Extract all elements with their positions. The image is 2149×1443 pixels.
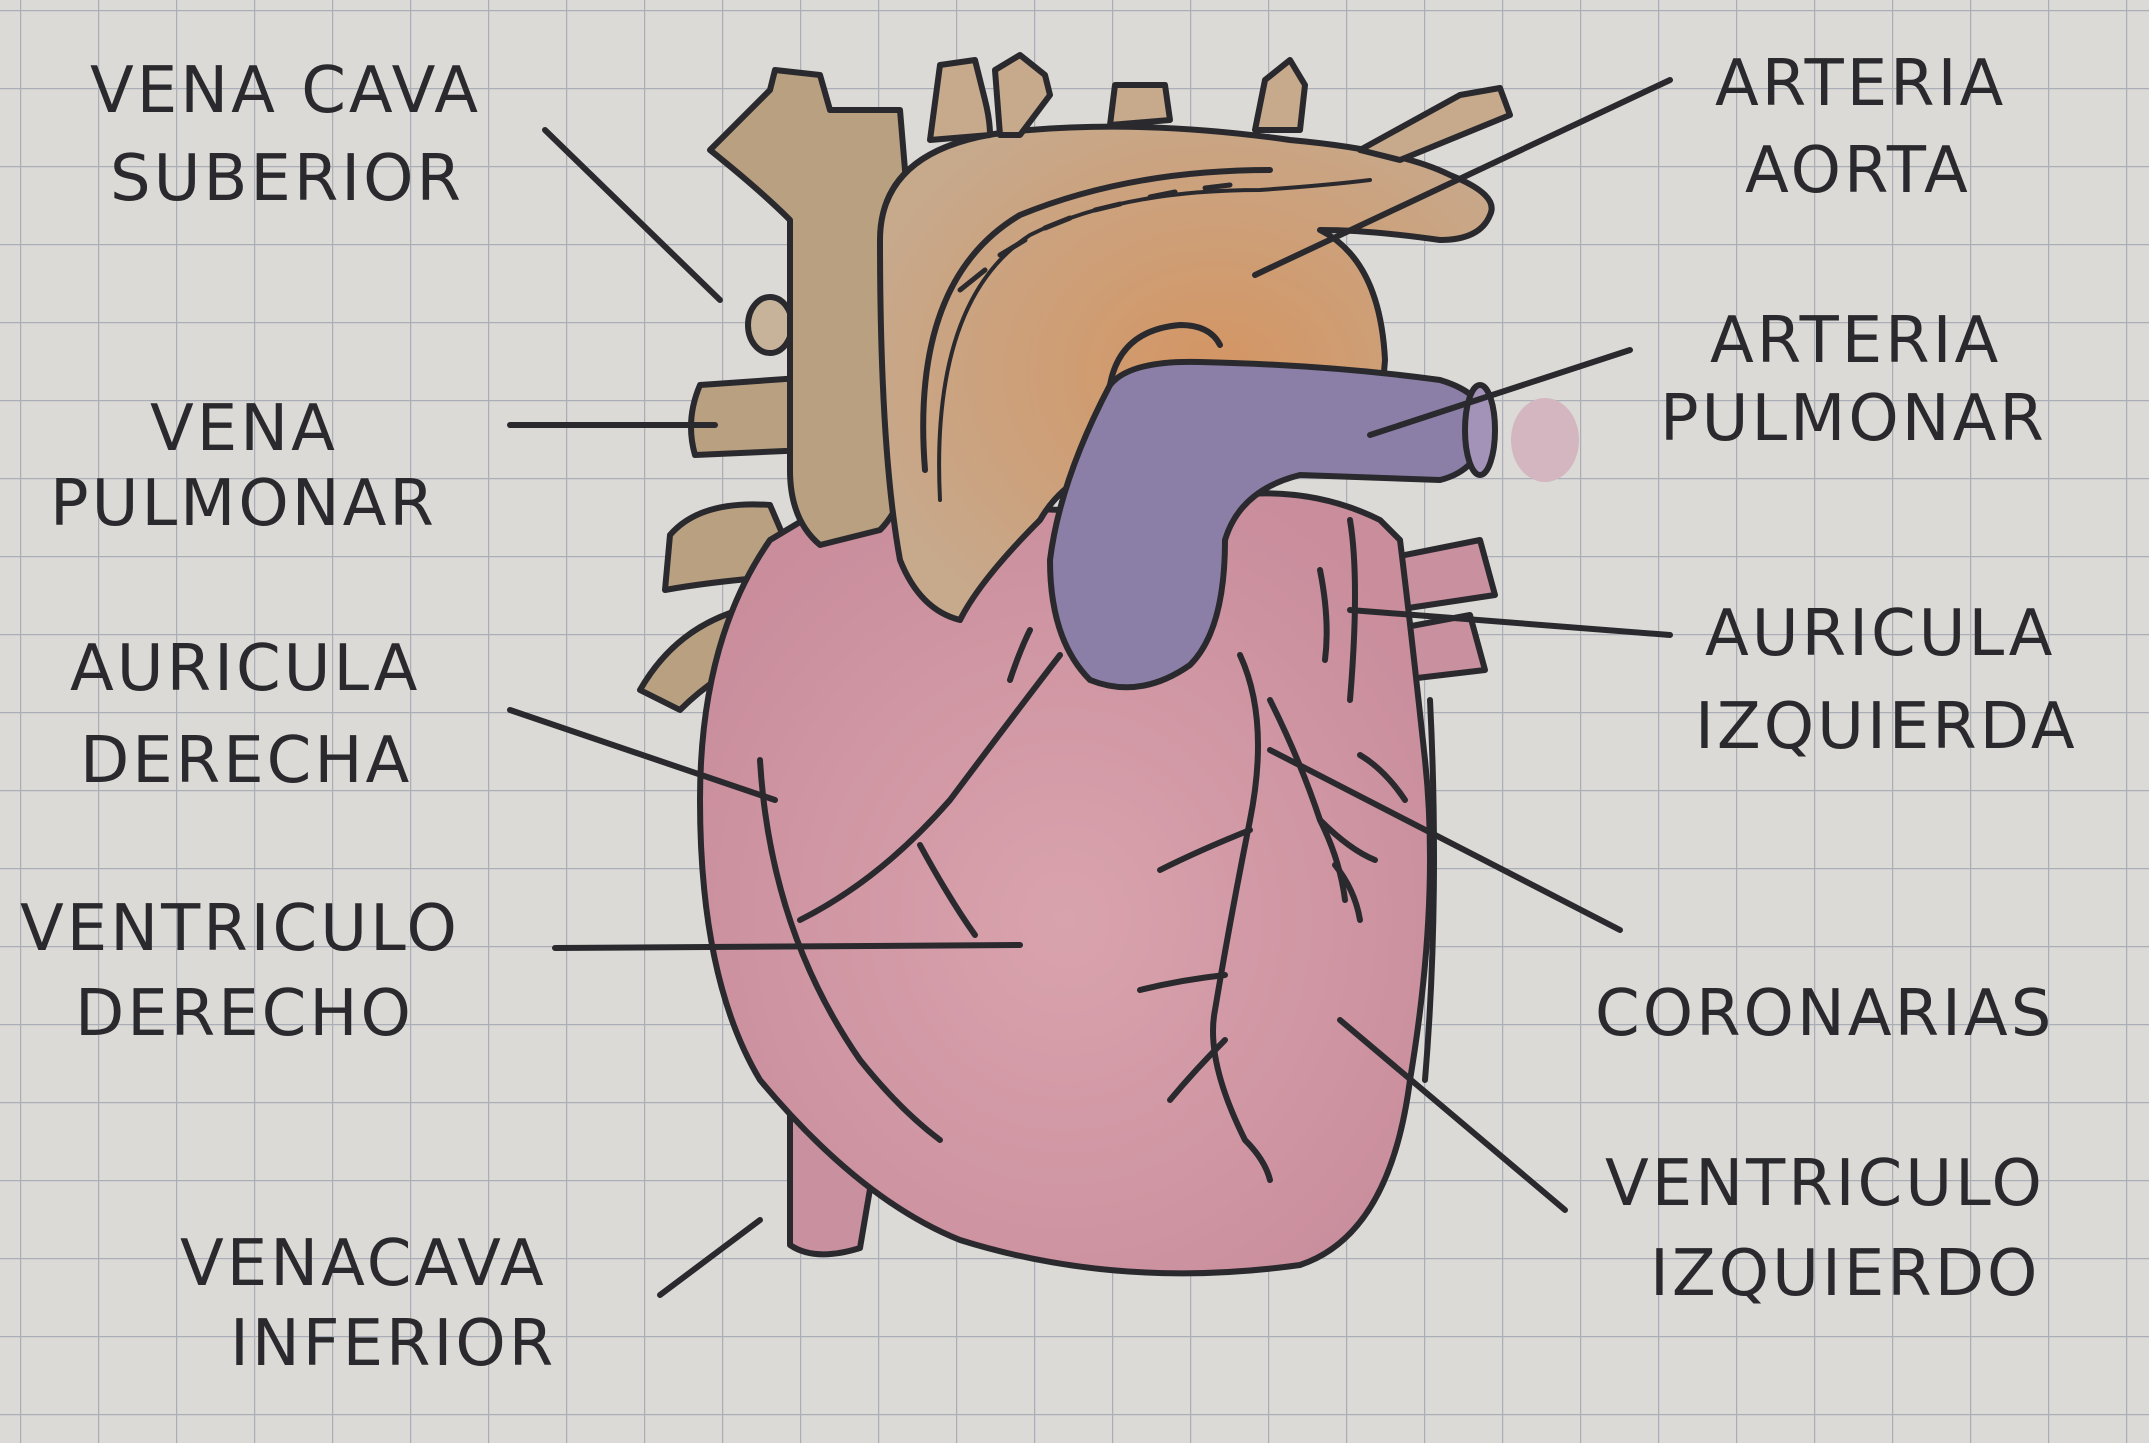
pulmonary-stub-faint (1511, 398, 1579, 482)
label-auricula-derecha-line1: AURICULA (70, 632, 420, 706)
label-ventriculo-izquierdo-line2: IZQUIERDO (1650, 1237, 2040, 1311)
label-vena-cava-inferior-line1: VENACAVA (180, 1227, 547, 1301)
label-auricula-izquierda-line1: AURICULA (1705, 597, 2055, 671)
label-arteria-aorta-line1: ARTERIA (1715, 47, 2006, 121)
label-arteria-aorta-line2: AORTA (1745, 134, 1971, 208)
label-auricula-derecha-line2: DERECHA (80, 724, 412, 798)
vein-opening (748, 297, 792, 353)
label-ventriculo-derecho-line2: DERECHO (75, 977, 414, 1051)
label-vena-pulmonar-line2: PULMONAR (50, 467, 437, 541)
label-ventriculo-izquierdo-line1: VENTRICULO (1605, 1147, 2045, 1221)
label-arteria-pulmonar-line1: ARTERIA (1710, 304, 2001, 378)
label-vena-cava-superior-line1: VENA CAVA (90, 54, 481, 128)
label-vena-cava-superior-line2: SUBERIOR (110, 142, 464, 216)
label-arteria-pulmonar-line2: PULMONAR (1660, 382, 2047, 456)
aorta-branch-1 (930, 60, 990, 140)
label-vena-pulmonar-line1: VENA (150, 392, 338, 466)
label-auricula-izquierda-line2: IZQUIERDA (1695, 690, 2078, 764)
label-vena-cava-inferior-line2: INFERIOR (230, 1307, 556, 1381)
leader-ventriculo-derecho (555, 945, 1020, 948)
label-ventriculo-derecho-line1: VENTRICULO (20, 892, 460, 966)
aorta-branch-3 (1110, 85, 1170, 125)
label-coronarias: CORONARIAS (1595, 977, 2054, 1051)
